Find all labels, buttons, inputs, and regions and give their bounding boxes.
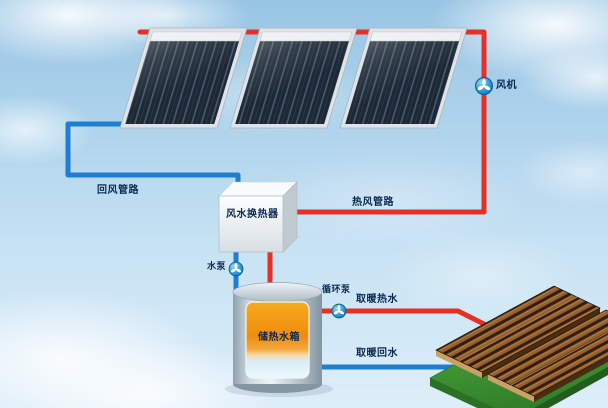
heat-exchanger-label: 风水换热器	[226, 209, 279, 220]
heat-exchanger-box	[218, 181, 298, 253]
solar-collector-panel-2	[229, 27, 358, 129]
fan-label: 风机	[496, 80, 517, 91]
heated-floor-slab-lower	[487, 309, 608, 402]
water-pump-label: 水泵	[207, 262, 227, 272]
solar-collector-panel-3	[339, 27, 468, 129]
heating-return-label: 取暖回水	[356, 348, 398, 359]
water-pump-icon	[228, 261, 244, 277]
storage-tank-label: 储热水箱	[258, 332, 300, 343]
fan-icon	[475, 77, 493, 95]
circulation-pump-label: 循环泵	[322, 285, 351, 295]
circulation-pump-icon	[331, 303, 347, 319]
return-air-duct	[65, 121, 241, 195]
return-air-duct-label: 回风管路	[97, 185, 139, 196]
solar-collector-panel-1	[119, 27, 248, 129]
floor-heating-structure	[429, 285, 608, 408]
heated-floor-slab-upper	[435, 285, 601, 378]
hot-air-duct-label: 热风管路	[352, 197, 394, 208]
tank-water-window	[245, 301, 310, 379]
heating-supply-label: 取暖热水	[356, 294, 398, 305]
storage-tank	[225, 282, 333, 397]
